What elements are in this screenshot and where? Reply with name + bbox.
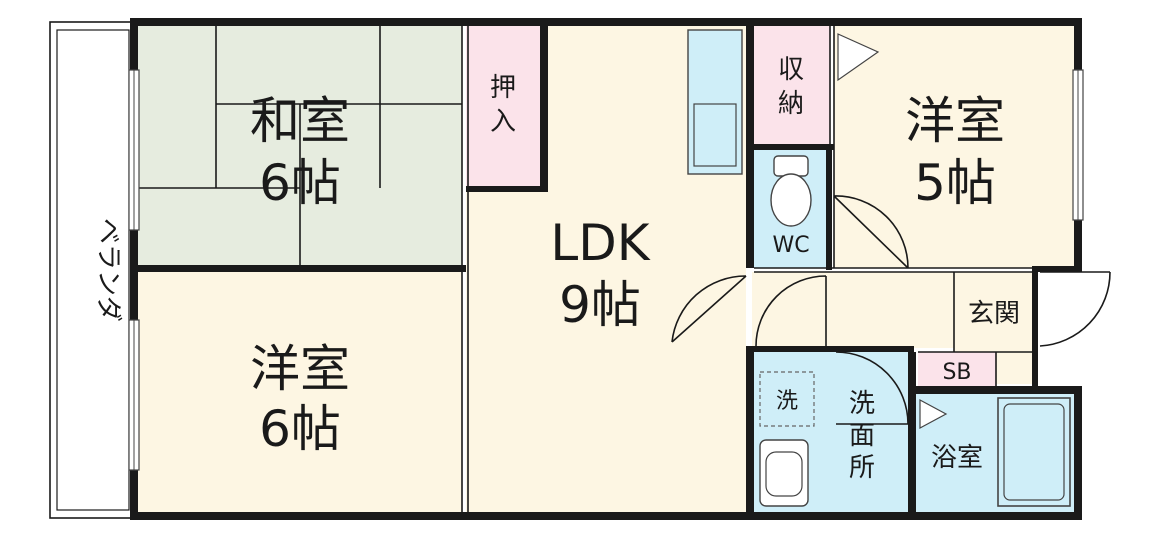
wc-label: WC	[772, 233, 809, 258]
door-swings	[671, 195, 1111, 425]
ldk-size: 9帖	[559, 276, 641, 334]
sentaku-label: 洗	[776, 389, 798, 414]
washing-machine-space	[759, 371, 815, 427]
kitchen-counter	[687, 29, 743, 175]
sb-floor	[918, 352, 996, 386]
partition-lines	[461, 26, 1034, 512]
genkan-label: 玄関	[968, 299, 1020, 329]
yoshitsu-sw-floor	[138, 272, 462, 512]
washitsu-size: 6帖	[259, 154, 341, 212]
yoshitsu-sw-size: 6帖	[259, 400, 341, 458]
washbasin-icon	[759, 439, 809, 507]
veranda-label: ベランダ	[93, 218, 123, 322]
yoshitsu-ne-name: 洋室	[905, 92, 1005, 150]
senmen-label-1: 洗	[849, 389, 875, 419]
shuno-label-2: 納	[778, 89, 804, 119]
sb-label: SB	[942, 360, 971, 385]
toilet-icon	[770, 155, 812, 227]
shuno-label-1: 収	[778, 55, 804, 85]
yoshitsu-sw-name: 洋室	[250, 340, 350, 398]
yoshitsu-ne-floor	[834, 26, 1076, 268]
senmen-label-3: 所	[849, 453, 875, 483]
senmen-label-2: 面	[849, 421, 875, 451]
washitsu-name: 和室	[250, 92, 350, 150]
closet-door-arrow	[837, 33, 880, 82]
bathtub-icon	[997, 397, 1071, 507]
shuno-floor	[752, 26, 830, 144]
veranda	[49, 21, 133, 519]
yoshitsu-ne-size: 5帖	[914, 154, 996, 212]
tatami-lines	[138, 26, 462, 268]
oshiire-label-2: 入	[490, 107, 516, 137]
bath-door-arrow	[919, 398, 948, 430]
window-east	[1072, 69, 1084, 221]
oshiire-floor	[466, 26, 540, 188]
oshiire-label-1: 押	[490, 73, 516, 103]
windows-west	[128, 69, 140, 471]
yokushitsu-label: 浴室	[931, 443, 983, 473]
ldk-name: LDK	[550, 214, 650, 272]
